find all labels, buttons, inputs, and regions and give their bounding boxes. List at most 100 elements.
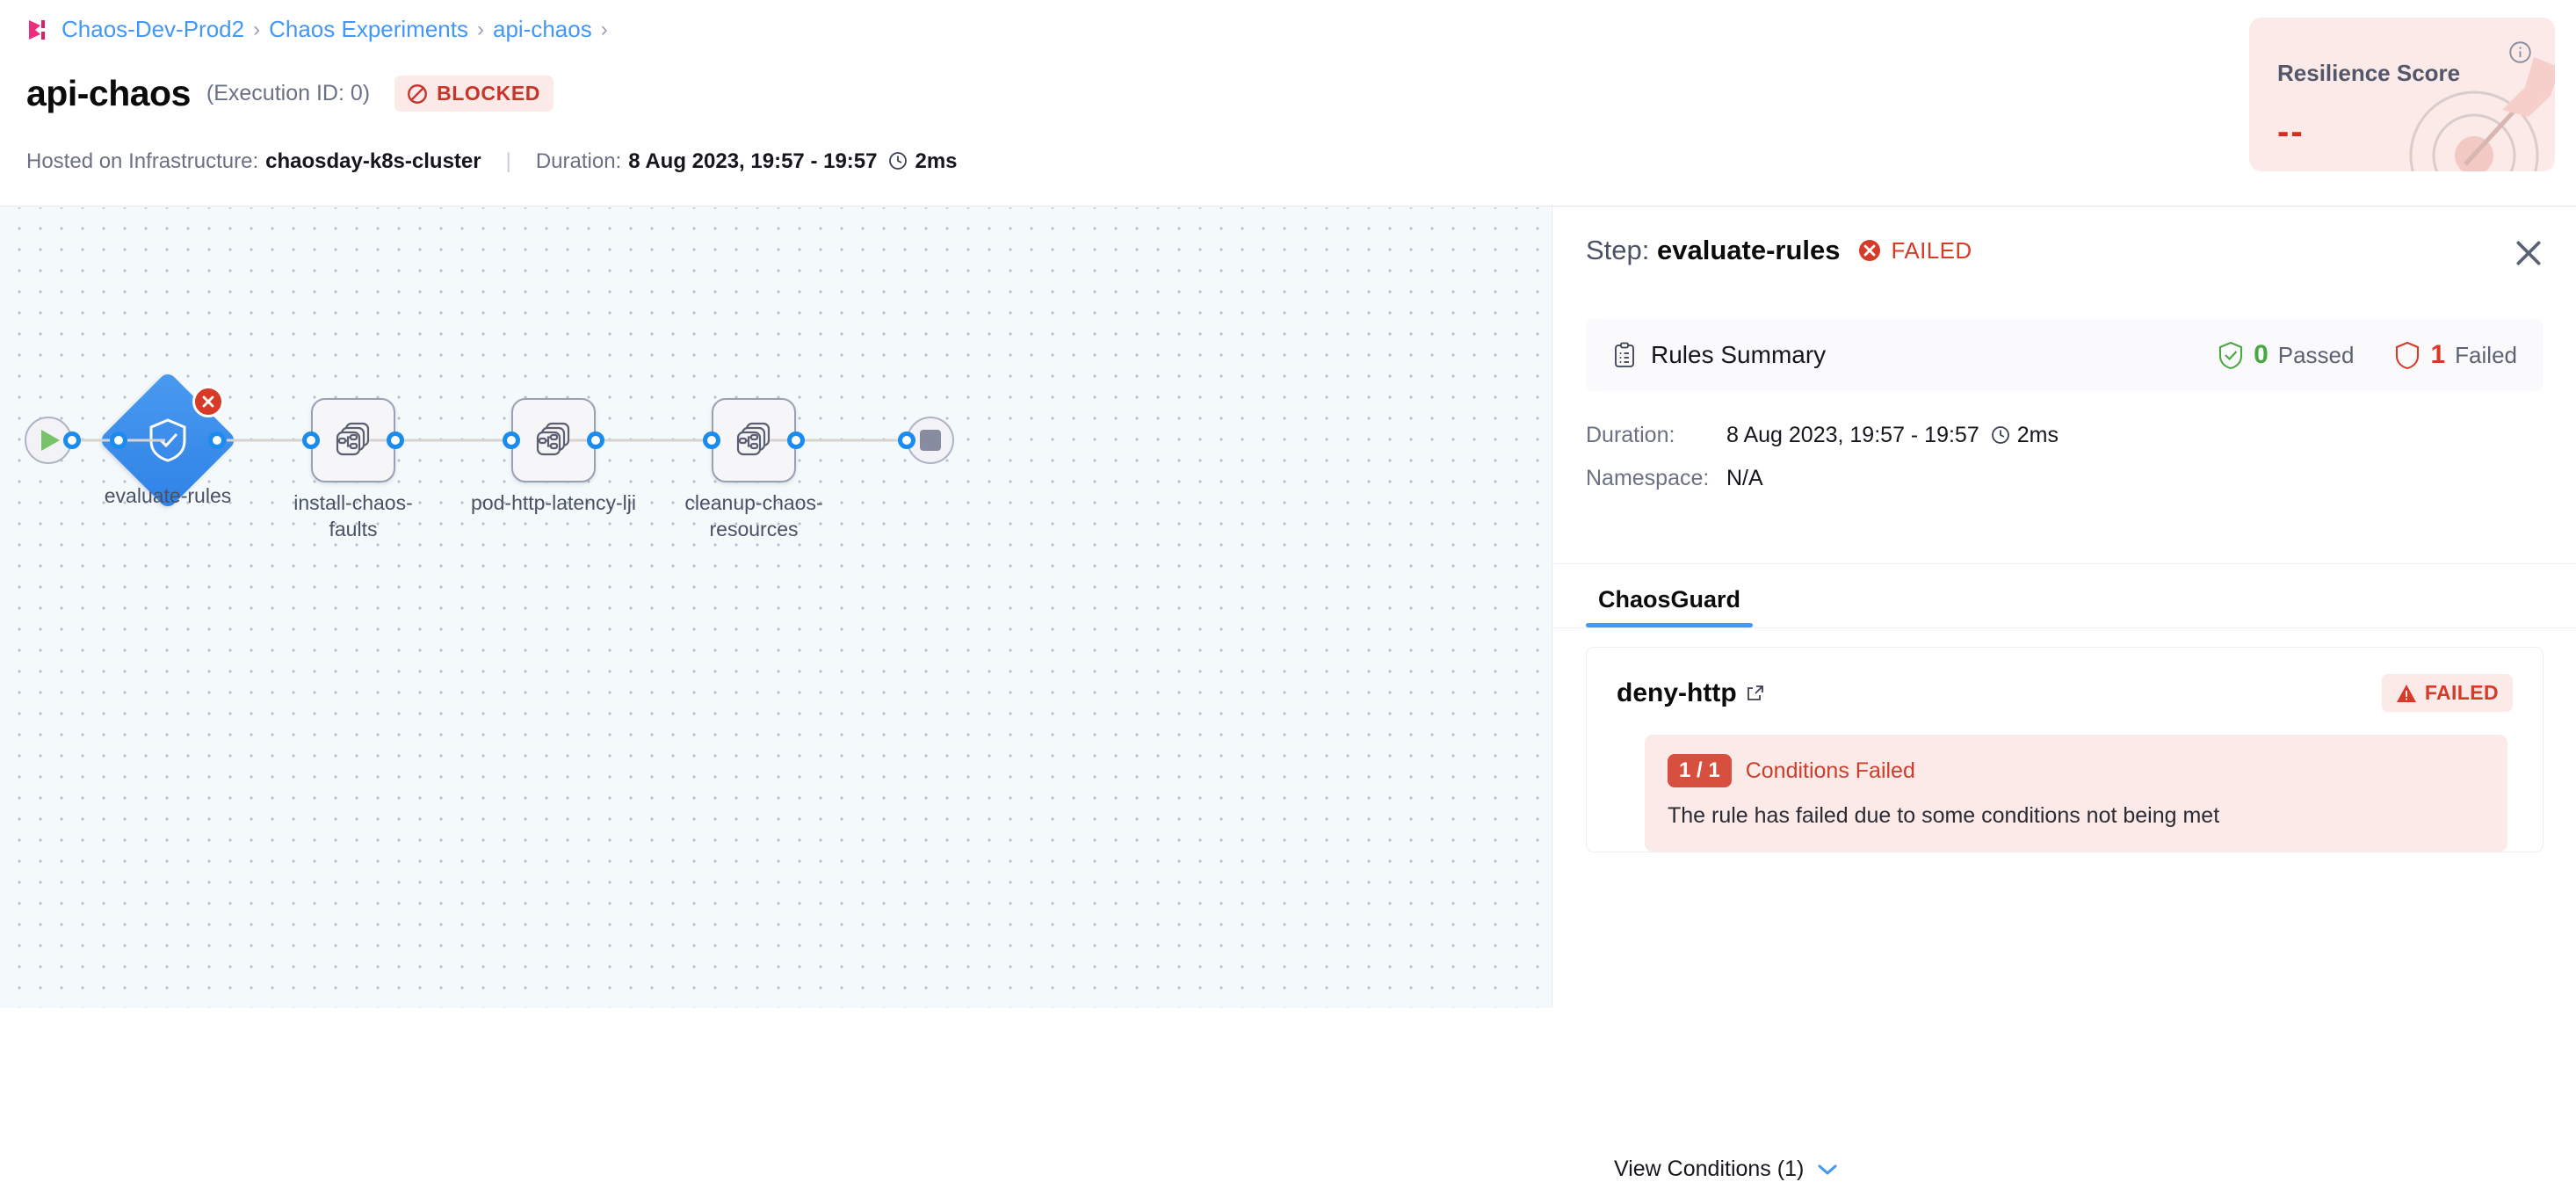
rule-status-badge: FAILED (2381, 674, 2513, 712)
chaos-stack-icon (534, 419, 573, 462)
breadcrumb-item-experiments[interactable]: Chaos Experiments (269, 16, 468, 42)
node-label: cleanup-chaos-resources (684, 491, 823, 541)
connector-dot[interactable] (63, 431, 81, 449)
detail-duration-elapsed: 2ms (2016, 423, 2059, 447)
panel-status-label: FAILED (1891, 236, 1972, 264)
pipeline-node-install-chaos-faults[interactable]: install-chaos-faults (293, 398, 413, 540)
conditions-description: The rule has failed due to some conditio… (1668, 803, 2220, 828)
pipeline-canvas[interactable]: evaluate-rules install-chaos-faults (0, 207, 1551, 1008)
detail-duration-range: 8 Aug 2023, 19:57 - 19:57 (1726, 423, 1979, 447)
detail-key: Namespace: (1586, 466, 1710, 490)
target-dartboard-icon (2362, 33, 2555, 171)
panel-tabs: ChaosGuard (1552, 563, 2576, 628)
close-icon[interactable] (2511, 236, 2546, 271)
view-conditions-label: View Conditions (1) (1614, 1157, 1805, 1181)
breadcrumb-item-project[interactable]: Chaos-Dev-Prod2 (62, 16, 245, 42)
edge-install-to-latency (369, 439, 512, 442)
rules-failed-label: Failed (2455, 341, 2517, 368)
chevron-down-icon[interactable] (1816, 1163, 1839, 1177)
duration-elapsed: 2ms (915, 149, 958, 173)
tab-chaosguard[interactable]: ChaosGuard (1586, 586, 1754, 627)
stop-icon (920, 430, 941, 451)
breadcrumb-separator: › (476, 17, 484, 41)
connector-dot[interactable] (208, 431, 226, 449)
pipeline-node-evaluate-rules[interactable]: evaluate-rules (98, 370, 238, 511)
view-conditions-toggle[interactable]: View Conditions (1) (1614, 1157, 1839, 1182)
breadcrumb-separator: › (253, 17, 261, 41)
play-icon (41, 430, 60, 451)
infra-label: Hosted on Infrastructure: (26, 149, 259, 173)
warning-triangle-icon (2396, 684, 2417, 703)
connector-dot[interactable] (302, 431, 320, 449)
connector-dot[interactable] (587, 431, 604, 449)
conditions-count-pill: 1 / 1 (1668, 754, 1732, 787)
execution-id: (Execution ID: 0) (206, 81, 371, 105)
connector-dot[interactable] (787, 431, 805, 449)
shield-red-icon (2394, 341, 2420, 370)
rules-passed-count: 0 (2254, 340, 2268, 369)
connector-dot[interactable] (898, 431, 915, 449)
execution-meta: Hosted on Infrastructure: chaosday-k8s-c… (26, 149, 958, 174)
rules-passed-group: 0 Passed (2218, 340, 2354, 370)
rules-summary-card: Rules Summary 0 Passed 1 (1586, 318, 2543, 392)
chaos-stack-icon (334, 419, 373, 462)
page-title: api-chaos (26, 73, 191, 113)
info-icon[interactable] (2508, 40, 2532, 64)
chaos-stack-icon (734, 419, 773, 462)
connector-dot[interactable] (703, 431, 720, 449)
panel-header: Step: evaluate-rules FAILED (1552, 207, 2576, 294)
harness-logo-icon (26, 17, 53, 43)
node-label: pod-http-latency-lji (471, 491, 636, 514)
page-header: Chaos-Dev-Prod2 › Chaos Experiments › ap… (0, 0, 2576, 207)
edge-cleanup-to-end (770, 439, 908, 442)
title-row: api-chaos (Execution ID: 0) BLOCKED (26, 73, 554, 114)
node-label: install-chaos-faults (293, 491, 413, 541)
edge-latency-to-cleanup (569, 439, 713, 442)
rule-card-deny-http: deny-http FAILED (1586, 647, 2543, 852)
infra-value: chaosday-k8s-cluster (265, 149, 481, 173)
rule-header: deny-http FAILED (1617, 674, 2513, 712)
detail-value: 8 Aug 2023, 19:57 - 19:57 2ms (1726, 423, 2059, 448)
connector-dot[interactable] (503, 431, 520, 449)
rules-failed-group: 1 Failed (2394, 340, 2517, 370)
status-badge-label: BLOCKED (437, 82, 540, 105)
clock-icon (1979, 423, 2017, 448)
rules-summary-heading: Rules Summary (1612, 341, 1826, 369)
meta-divider: | (505, 149, 511, 173)
breadcrumb-item-experiment[interactable]: api-chaos (492, 16, 592, 42)
connector-dot[interactable] (387, 431, 404, 449)
resilience-score-card: Resilience Score -- (2249, 18, 2555, 171)
rule-name: deny-http (1617, 678, 1737, 707)
rules-summary-label: Rules Summary (1651, 341, 1827, 368)
detail-key: Duration: (1586, 423, 1675, 447)
node-label: evaluate-rules (104, 484, 232, 507)
shield-check-green-icon (2218, 341, 2244, 370)
panel-title: Step: evaluate-rules (1586, 235, 1841, 266)
duration-label: Duration: (535, 149, 622, 173)
resilience-score-value: -- (2277, 112, 2305, 151)
clipboard-icon (1612, 342, 1637, 368)
start-node[interactable] (25, 417, 81, 464)
edge-evaluate-to-install (227, 439, 310, 442)
detail-row-namespace: Namespace: N/A (1586, 466, 2059, 491)
external-link-icon[interactable] (1746, 684, 1765, 703)
rule-status-label: FAILED (2424, 681, 2499, 704)
breadcrumb-separator: › (600, 17, 608, 41)
duration-value: 8 Aug 2023, 19:57 - 19:57 (628, 149, 878, 173)
rules-summary-counts: 0 Passed 1 Failed (2218, 340, 2517, 370)
conditions-title: Conditions Failed (1745, 758, 1915, 783)
step-box[interactable] (311, 398, 395, 482)
panel-status: FAILED (1856, 237, 1972, 265)
conditions-header: 1 / 1 Conditions Failed (1668, 754, 2485, 787)
blocked-icon (406, 83, 429, 105)
connector-dot[interactable] (110, 431, 127, 449)
clock-icon (877, 149, 915, 174)
detail-row-duration: Duration: 8 Aug 2023, 19:57 - 19:57 2ms (1586, 423, 2059, 448)
rules-failed-count: 1 (2430, 340, 2446, 369)
pipeline-node-cleanup-chaos-resources[interactable]: cleanup-chaos-resources (684, 398, 823, 540)
step-details-list: Duration: 8 Aug 2023, 19:57 - 19:57 2ms … (1586, 423, 2059, 509)
status-badge-blocked: BLOCKED (394, 76, 554, 112)
end-node[interactable] (898, 417, 954, 464)
error-x-icon (192, 386, 224, 417)
detail-value: N/A (1726, 466, 1763, 490)
